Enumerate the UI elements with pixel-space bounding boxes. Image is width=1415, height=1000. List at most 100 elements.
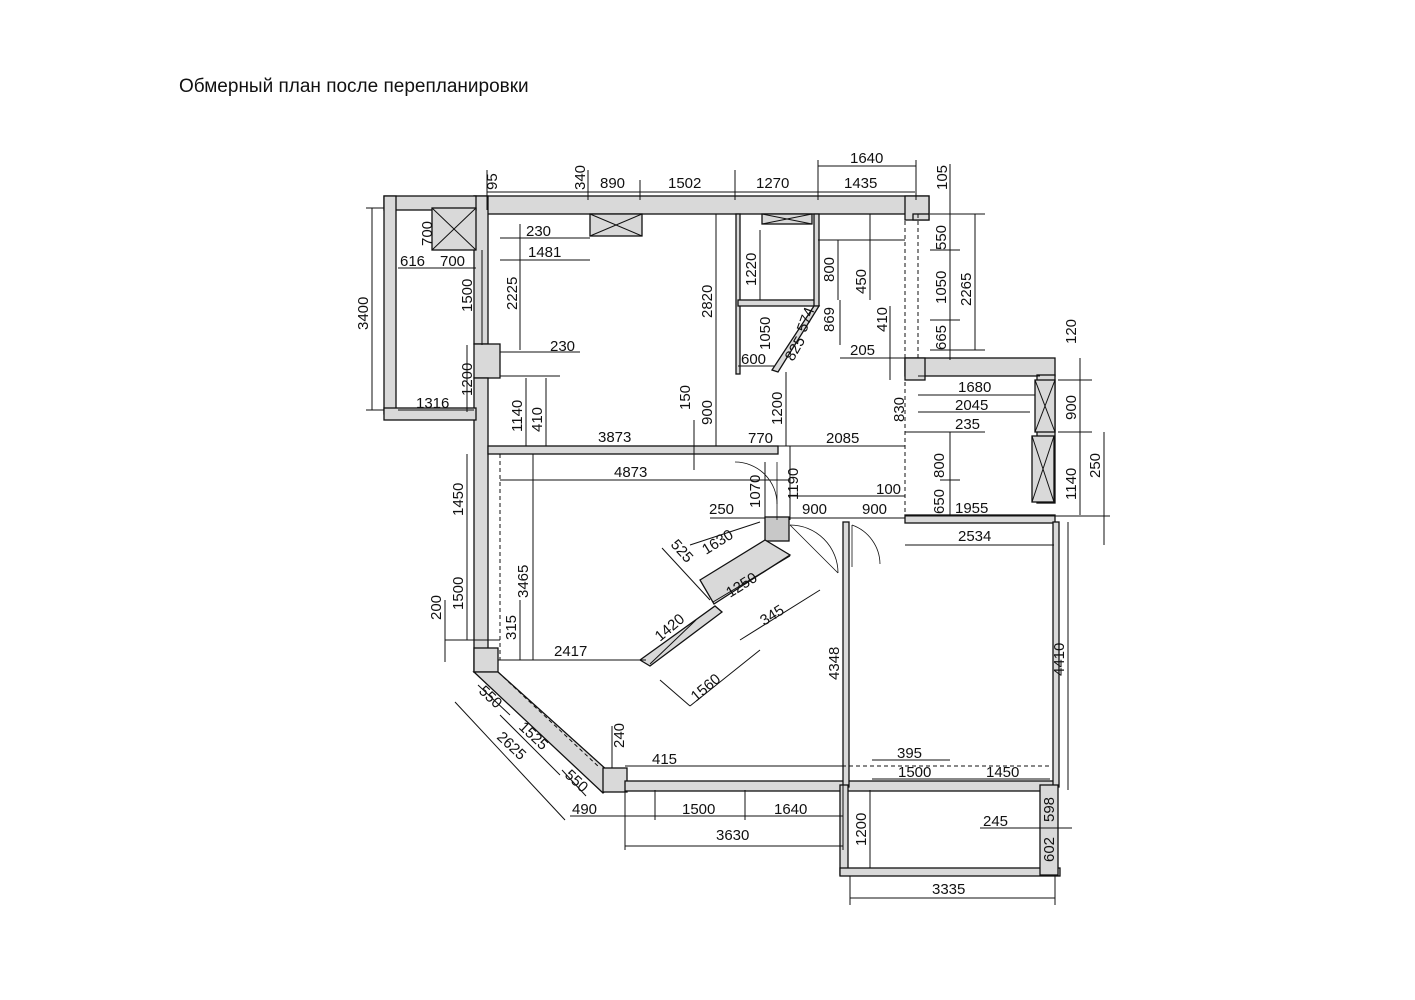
- dim-text: 900: [699, 400, 716, 425]
- wall-right-room-bottom: [904, 514, 1056, 524]
- dim-text: 490: [572, 801, 597, 818]
- dim-text: 2045: [955, 397, 988, 414]
- wall-left-pier: [473, 343, 501, 379]
- dim-text: 1050: [757, 317, 774, 350]
- dim-text: 340: [572, 165, 589, 190]
- dim-text: 2265: [958, 273, 975, 306]
- dim-text: 1050: [933, 271, 950, 304]
- dim-text: 3335: [932, 881, 965, 898]
- dim-text: 250: [709, 501, 734, 518]
- wall-balcony-bottom: [383, 407, 477, 421]
- dim-text: 598: [1041, 797, 1058, 822]
- wall-right-pier: [904, 357, 926, 381]
- dim-text: 410: [874, 307, 891, 332]
- wall-top: [473, 195, 930, 215]
- dim-text: 1640: [850, 150, 883, 167]
- dim-text: 230: [526, 223, 551, 240]
- dim-text: 2225: [504, 277, 521, 310]
- dim-text: 1270: [756, 175, 789, 192]
- dim-text: 1435: [844, 175, 877, 192]
- dim-text: 1200: [459, 363, 476, 396]
- wall-partition-kitchen: [735, 213, 741, 375]
- dim-text: 900: [1063, 395, 1080, 420]
- dim-text: 1502: [668, 175, 701, 192]
- wall-right-mid: [904, 357, 1056, 377]
- wall-lower-balcony-bottom: [839, 867, 1061, 877]
- dim-text: 230: [550, 338, 575, 355]
- door-swing-3: [851, 524, 881, 565]
- dim-text: 1140: [509, 400, 526, 432]
- dim-text: 450: [853, 269, 870, 294]
- wall-lower-mid: [842, 521, 850, 788]
- dim-text: 1190: [785, 468, 802, 500]
- dim-text: 4348: [826, 647, 843, 680]
- dim-text: 1481: [528, 244, 561, 261]
- dim-text: 665: [933, 325, 950, 350]
- dim-text: 1200: [853, 813, 870, 846]
- dim-text: 150: [677, 385, 694, 410]
- dim-text: 415: [652, 751, 677, 768]
- wall-partition-closet-right: [813, 213, 820, 307]
- wall-left-mid: [473, 377, 489, 673]
- dim-text: 1500: [898, 764, 931, 781]
- dim-text: 3400: [355, 297, 372, 330]
- dim-text: 1316: [416, 395, 449, 412]
- dim-text: 315: [503, 615, 520, 640]
- door-swing-2: [789, 524, 839, 574]
- dim-text: 240: [611, 723, 628, 748]
- dim-text: 100: [876, 481, 901, 498]
- wall-partition-closet: [737, 299, 819, 307]
- dim-text: 1500: [450, 577, 467, 610]
- dim-text: 1450: [450, 483, 467, 516]
- dim-text: 120: [1063, 319, 1080, 344]
- dim-text: 869: [821, 307, 838, 332]
- dim-text: 890: [600, 175, 625, 192]
- dim-text: 395: [897, 745, 922, 762]
- dim-text: 1220: [743, 253, 760, 286]
- dim-text: 3630: [716, 827, 749, 844]
- wall-partition-diag: [770, 305, 821, 373]
- dim-text: 1200: [769, 392, 786, 425]
- dim-text: 1680: [958, 379, 991, 396]
- dim-text: 830: [891, 397, 908, 422]
- dim-text: 650: [931, 489, 948, 514]
- dim-text: 1955: [955, 500, 988, 517]
- dim-text: 700: [440, 253, 465, 270]
- dim-text: 600: [741, 351, 766, 368]
- dim-text: 700: [419, 221, 436, 246]
- dim-text: 616: [400, 253, 425, 270]
- dim-text: 345: [757, 602, 787, 630]
- page-title: Обмерный план после перепланировки: [179, 76, 529, 97]
- dim-text: 1500: [459, 279, 476, 312]
- dim-text: 2534: [958, 528, 991, 545]
- dim-text: 525: [667, 536, 696, 566]
- wall-angled-lower: [638, 605, 724, 667]
- dim-text: 2417: [554, 643, 587, 660]
- dim-text: 800: [931, 453, 948, 478]
- wall-corner-bottom-left: [473, 647, 499, 673]
- dim-text: 410: [529, 407, 546, 432]
- dim-text: 2820: [699, 285, 716, 318]
- dim-text: 1560: [688, 671, 724, 705]
- wall-lower-balcony: [839, 784, 849, 876]
- dim-text: 550: [933, 225, 950, 250]
- dim-text: 95: [484, 173, 501, 190]
- dim-text: 3873: [598, 429, 631, 446]
- dim-text: 245: [983, 813, 1008, 830]
- dim-text: 1500: [682, 801, 715, 818]
- dim-text: 2085: [826, 430, 859, 447]
- dim-text: 1070: [747, 475, 764, 508]
- dim-text: 4873: [614, 464, 647, 481]
- wall-angled-partition: [699, 539, 792, 605]
- wall-main-room-bottom: [487, 445, 779, 455]
- dim-text: 105: [934, 165, 951, 190]
- dim-text: 1450: [986, 764, 1019, 781]
- dim-text: 4410: [1051, 643, 1068, 676]
- dim-text: 900: [862, 501, 887, 518]
- dim-text: 770: [748, 430, 773, 447]
- wall-right-upper: [912, 213, 930, 221]
- wall-balcony-side: [383, 195, 397, 415]
- column-center: [764, 516, 790, 542]
- dim-text: 602: [1041, 837, 1058, 862]
